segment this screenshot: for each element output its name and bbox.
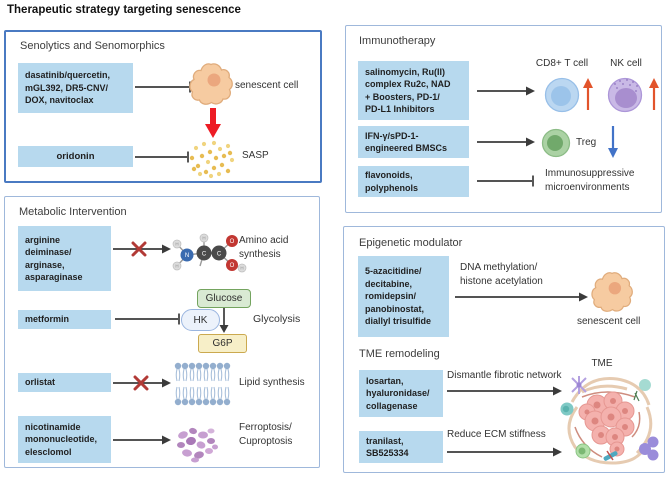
glycolysis-down-arrow-icon xyxy=(219,308,229,333)
senescent-cell-icon xyxy=(591,272,633,312)
drug-box-engineered-bmscs: IFN-γ/sPD-1- engineered BMSCs xyxy=(358,126,469,158)
drug-box-metformin: metformin xyxy=(18,310,111,329)
panel-metabolic: Metabolic Intervention arginine deiminas… xyxy=(4,196,320,468)
panel-immunotherapy-title: Immunotherapy xyxy=(359,35,436,47)
reduce-ecm-label: Reduce ECM stiffness xyxy=(447,429,546,440)
activation-arrow-icon xyxy=(113,435,171,445)
senescent-cell-label: senescent cell xyxy=(577,316,641,327)
svg-text:O: O xyxy=(230,263,235,269)
activation-arrow-icon xyxy=(447,386,562,396)
increase-arrow-icon xyxy=(649,78,659,110)
sasp-dots-icon xyxy=(189,140,235,179)
panel-immunotherapy: Immunotherapy salinomycin, Ru(II) comple… xyxy=(345,25,662,213)
activation-arrow-icon xyxy=(447,447,562,457)
drug-box-losartan: losartan, hyaluronidase/ collagenase xyxy=(359,370,443,417)
nk-cell-label: NK cell xyxy=(610,58,642,69)
ferroptosis-cells-icon xyxy=(177,427,218,463)
increase-arrow-icon xyxy=(583,78,593,110)
tme-label: TME xyxy=(591,358,613,369)
cd8-t-cell-label: CD8+ T cell xyxy=(535,58,589,69)
drug-box-orlistat: orlistat xyxy=(18,373,111,392)
lipid-bilayer-icon xyxy=(174,362,231,406)
decrease-arrow-icon xyxy=(608,126,618,158)
panel-senolytics-title: Senolytics and Senomorphics xyxy=(20,40,165,52)
ferroptosis-label: Ferroptosis/ Cuproptosis xyxy=(239,422,293,447)
figure-title: Therapeutic strategy targeting senescenc… xyxy=(7,4,241,16)
nk-cell-icon xyxy=(607,77,643,113)
panel-epigenetic-title: Epigenetic modulator xyxy=(359,237,463,249)
senescent-cell-label: senescent cell xyxy=(235,80,299,91)
inhibition-arrow-icon xyxy=(477,175,534,187)
svg-text:H: H xyxy=(175,242,178,247)
sasp-label: SASP xyxy=(242,150,269,161)
svg-text:H: H xyxy=(240,266,243,271)
senescent-cell-icon xyxy=(189,63,233,105)
treg-label: Treg xyxy=(576,137,597,148)
immunosuppressive-label: Immunosuppressive microenvironments xyxy=(545,168,635,193)
panel-metabolic-title: Metabolic Intervention xyxy=(19,206,127,218)
svg-text:N: N xyxy=(185,253,189,259)
drug-box-oridonin: oridonin xyxy=(18,146,133,167)
dna-methylation-label: DNA methylation/ histone acetylation xyxy=(460,262,543,287)
activation-arrow-icon xyxy=(113,378,171,388)
cd8-t-cell-icon xyxy=(544,77,580,113)
red-cross-icon xyxy=(131,241,147,257)
drug-box-epigenetic-agents: 5-azacitidine/ decitabine, romidepsin/ p… xyxy=(358,256,449,337)
inhibition-arrow-icon xyxy=(135,151,189,163)
svg-text:H: H xyxy=(202,236,205,241)
activation-arrow-icon xyxy=(477,86,535,96)
drug-box-flavonoids: flavonoids, polyphenols xyxy=(358,166,469,197)
amino-acid-synthesis-label: Amino acid synthesis xyxy=(239,235,289,260)
hk-box: HK xyxy=(181,309,220,331)
drug-box-arginine-enzymes: arginine deiminase/ arginase, asparagina… xyxy=(18,226,111,291)
glucose-box: Glucose xyxy=(197,289,251,308)
inhibition-arrow-icon xyxy=(135,81,191,93)
drug-box-nmn-elesclomol: nicotinamide mononucleotide, elesclomol xyxy=(18,416,111,463)
svg-text:C: C xyxy=(202,251,207,257)
amino-acid-molecule-icon: N C C O O H H H H xyxy=(172,233,247,273)
drug-box-senolytic-agents: dasatinib/quercetin, mGL392, DR5-CNV/ DO… xyxy=(18,63,133,113)
glycolysis-label: Glycolysis xyxy=(253,313,301,325)
panel-epigenetic-tme: Epigenetic modulator 5-azacitidine/ deci… xyxy=(343,226,665,473)
svg-text:H: H xyxy=(175,264,178,269)
tme-illustration-icon xyxy=(560,376,659,465)
svg-text:C: C xyxy=(217,251,222,257)
activation-arrow-icon xyxy=(477,137,535,147)
lipid-synthesis-label: Lipid synthesis xyxy=(239,377,305,388)
drug-box-tranilast: tranilast, SB525334 xyxy=(359,431,443,463)
dismantle-fibrotic-label: Dismantle fibrotic network xyxy=(447,370,562,381)
svg-text:O: O xyxy=(230,239,235,245)
inhibition-arrow-icon xyxy=(115,313,180,325)
drug-box-immuno-boosters: salinomycin, Ru(II) complex Ru2c, NAD + … xyxy=(358,61,469,120)
treg-cell-icon xyxy=(541,128,571,158)
red-down-arrow-icon xyxy=(205,108,221,138)
panel-senolytics: Senolytics and Senomorphics dasatinib/qu… xyxy=(4,30,322,183)
panel-tme-title: TME remodeling xyxy=(359,348,440,360)
g6p-box: G6P xyxy=(198,334,247,353)
red-cross-icon xyxy=(133,375,149,391)
activation-arrow-icon xyxy=(455,292,588,302)
